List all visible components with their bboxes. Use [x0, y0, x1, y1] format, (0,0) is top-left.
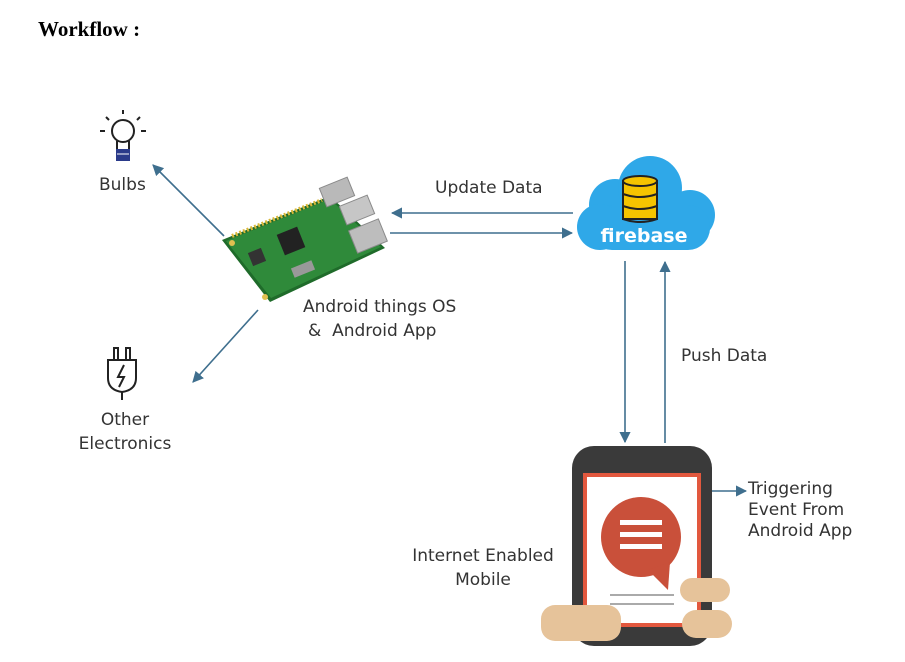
mobile-label: Internet Enabled Mobile	[400, 544, 566, 592]
hand	[541, 578, 732, 641]
trigger-label-line3: Android App	[748, 521, 853, 541]
trigger-label: Triggering Event From Android App	[748, 479, 852, 542]
other-electronics-line1: Other	[100, 410, 150, 430]
pi-label: Android things OS & Android App	[303, 295, 456, 343]
lightbulb-icon	[100, 110, 146, 161]
electric-plug-icon	[107, 347, 137, 400]
pi-label-line1: Android things OS	[303, 297, 457, 317]
update-data-label: Update Data	[435, 178, 543, 198]
mobile-label-line1: Internet Enabled	[412, 546, 554, 566]
chat-bubble-icon	[601, 497, 681, 590]
other-electronics-label: Other Electronics	[70, 408, 180, 456]
trigger-label-line1: Triggering	[748, 479, 833, 499]
other-electronics-line2: Electronics	[78, 434, 172, 454]
raspberry-pi-board	[222, 176, 388, 302]
database-icon	[622, 175, 658, 223]
arrow-pi-to-bulbs	[152, 164, 225, 237]
trigger-label-line2: Event From	[748, 500, 845, 520]
pi-label-line2: & Android App	[308, 321, 437, 341]
mobile-label-line2: Mobile	[455, 570, 511, 590]
push-data-label: Push Data	[681, 346, 768, 366]
firebase-logo-text: firebase	[601, 225, 688, 247]
page-heading: Workflow :	[38, 17, 141, 41]
arrow-pi-to-electronics	[192, 309, 259, 383]
bulbs-label: Bulbs	[99, 175, 146, 195]
